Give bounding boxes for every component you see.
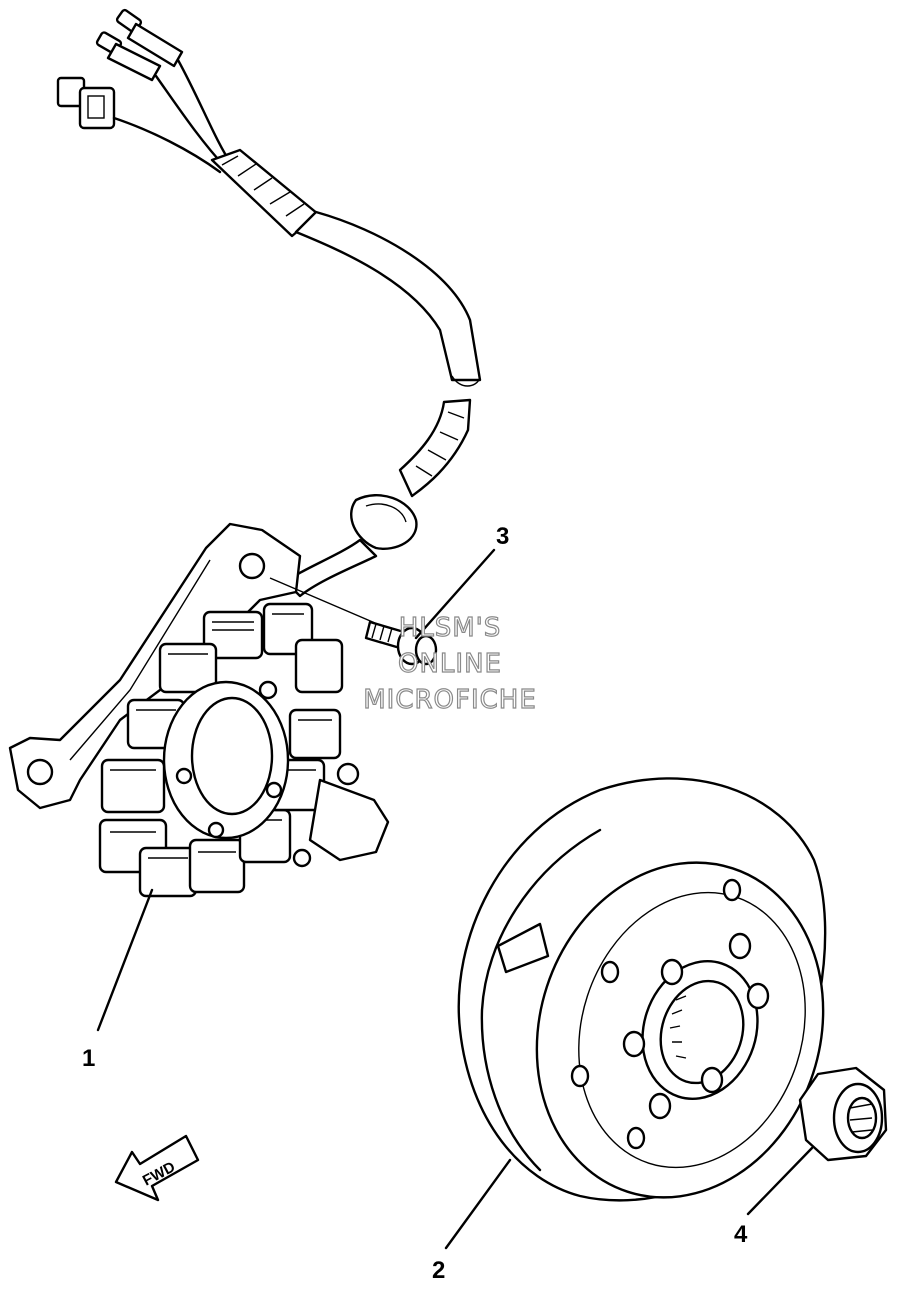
- watermark: HLSM'S ONLINE MICROFICHE: [363, 612, 537, 715]
- stator-assembly: [8, 522, 390, 898]
- bullet-connector-1: [115, 8, 184, 68]
- watermark-line-1: HLSM'S: [399, 613, 502, 643]
- stator-coils: [98, 602, 344, 898]
- callout-2: 2: [432, 1257, 445, 1284]
- coupler-connector: [56, 76, 116, 130]
- rotor-bolt-holes: [570, 878, 770, 1150]
- rotor-flywheel: [457, 777, 827, 1202]
- nut: [798, 1066, 888, 1162]
- wire-harness: [56, 8, 482, 598]
- watermark-line-3: MICROFICHE: [363, 685, 537, 715]
- callout-3: 3: [496, 523, 509, 550]
- callout-4: 4: [734, 1221, 748, 1248]
- callout-1: 1: [82, 1045, 95, 1072]
- watermark-line-2: ONLINE: [398, 649, 502, 679]
- fwd-arrow-icon: FWD: [114, 1134, 200, 1202]
- leader-lines: [96, 548, 814, 1250]
- bullet-connector-2: [95, 31, 162, 82]
- screw: [269, 577, 438, 666]
